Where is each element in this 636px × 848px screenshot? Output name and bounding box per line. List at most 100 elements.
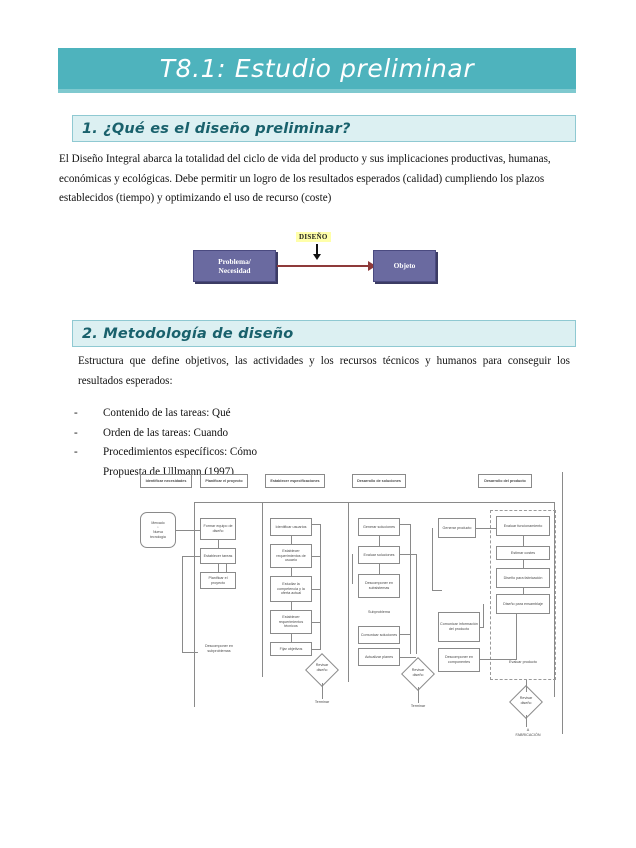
flow-line-c4-r1 xyxy=(400,524,410,525)
section-2-paragraph: Estructura que define objetivos, las act… xyxy=(78,355,570,387)
diagram-arrow-label: DISEÑO xyxy=(296,232,331,242)
flow-line-dec3-down xyxy=(526,715,527,727)
design-process-diagram: DISEÑO Problema/Necesidad Objeto xyxy=(180,232,450,300)
flow-line-c3-r3 xyxy=(312,589,320,590)
list-marker: - xyxy=(74,426,78,439)
flow-line-c3-r5 xyxy=(312,649,320,650)
list-item-label: Orden de las tareas: Cuando xyxy=(103,426,229,439)
flow-node-mercado-line2: Nueva xyxy=(153,530,163,534)
flow-node-fijar-objetivos: Fijar objetivos xyxy=(270,642,312,656)
flow-node-generar-soluciones: Generar soluciones xyxy=(358,518,400,536)
flow-top-bus xyxy=(194,502,554,503)
flow-node-estudiar-competencia: Estudiar la competencia y la oferta actu… xyxy=(270,576,312,602)
flow-column-header-especificaciones: Establecer especificaciones xyxy=(265,474,325,488)
flow-line-c5-5 xyxy=(483,604,484,628)
list-marker: - xyxy=(74,407,78,419)
flow-line-formar-to-tareas xyxy=(218,540,219,548)
flow-bus-v2 xyxy=(262,502,263,677)
flow-line-c3-r1 xyxy=(312,524,320,525)
flow-node-descomponer-componentes: Descomponer en componentes xyxy=(438,648,480,672)
flow-node-actualizar-planes: Actualizar planes xyxy=(358,648,400,666)
flow-right-rule xyxy=(562,472,563,734)
flow-node-descomponer-subproblemas: Descomponer en subproblemas xyxy=(204,644,234,653)
flow-line-c4-2 xyxy=(379,564,380,574)
flow-node-evaluar-producto: Evaluar producto xyxy=(509,660,537,664)
flow-line-c3-r4 xyxy=(312,622,320,623)
flow-line-c4-r2 xyxy=(400,554,416,555)
flow-line-c5-6 xyxy=(480,627,484,628)
flow-group-evaluar-producto xyxy=(490,510,556,680)
flow-node-requerimientos-tecnicos: Establecer requerimientos técnicos xyxy=(270,610,312,634)
flow-node-estimar-costes: Estimar costes xyxy=(496,546,550,560)
flow-node-mercado: Mercado ↓ Nueva tecnología xyxy=(140,512,176,548)
list-item: - Orden de las tareas: Cuando xyxy=(74,424,494,444)
list-marker: - xyxy=(74,446,78,458)
flow-node-planificar-proyecto: Planificar el proyecto xyxy=(200,572,236,589)
flow-node-subproblema: Subproblema xyxy=(368,610,390,614)
flow-column-header-producto: Desarrollo del producto xyxy=(478,474,532,488)
flow-node-descomponer-subsistemas: Descomponer en subsistemas xyxy=(358,574,400,598)
flow-line-c3-4 xyxy=(291,634,292,642)
flow-line-c3-r2 xyxy=(312,556,320,557)
section-heading-2: 2. Metodología de diseño xyxy=(72,320,576,347)
flow-line-dec3-in xyxy=(526,680,527,692)
diagram-down-arrow-stem xyxy=(316,244,318,255)
flow-line-c5-3 xyxy=(523,560,524,568)
flow-line-c5-1 xyxy=(476,528,496,529)
flow-node-formar-equipo: Formar equipo de diseño xyxy=(200,518,236,540)
diagram-arrow-head xyxy=(368,261,376,271)
flow-line-dec2-down xyxy=(418,687,419,703)
flow-bus-v4 xyxy=(554,502,555,697)
flow-node-comunicar-soluciones: Comunicar soluciones xyxy=(358,626,400,644)
flow-node-generar-producto: Generar producto xyxy=(438,518,476,538)
diagram-down-arrow-head xyxy=(313,254,321,260)
diagram-box-objeto: Objeto xyxy=(373,250,436,282)
flow-bus-v1 xyxy=(194,502,195,707)
flow-node-establecer-tareas: Establecer tareas xyxy=(200,548,236,564)
section-heading-1: 1. ¿Qué es el diseño preliminar? xyxy=(72,115,576,142)
flow-line-c5-8 xyxy=(516,614,517,660)
flow-line-c5-left xyxy=(432,528,433,590)
diagram-arrow-line xyxy=(277,265,373,267)
list-item-label: Procedimientos específicos: Cómo xyxy=(103,446,258,458)
flow-line-c5-2 xyxy=(523,536,524,546)
flow-line-c4-right-bus xyxy=(410,524,411,654)
flow-node-evaluar-soluciones: Evaluar soluciones xyxy=(358,546,400,564)
banner-shadow-strip xyxy=(58,89,576,93)
flow-line-c3-right-bus xyxy=(320,524,321,650)
flow-column-header-planificar: Planificar el proyecto xyxy=(200,474,248,488)
flow-line-c4-1 xyxy=(379,536,380,546)
flow-line-c4-r4 xyxy=(400,657,416,658)
section-1-paragraph: El Diseño Integral abarca la totalidad d… xyxy=(59,153,551,204)
flow-decision-1-exit: Terminar xyxy=(314,700,330,704)
flow-node-evaluar-funcionamiento: Evaluar funcionamiento xyxy=(496,516,550,536)
list-item-label: Contenido de las tareas: Qué xyxy=(103,407,231,419)
flow-node-diseno-ensamblaje: Diseño para ensamblaje xyxy=(496,594,550,614)
flow-line-c5-left2 xyxy=(432,590,442,591)
flow-node-mercado-arrow-icon: ↓ xyxy=(157,525,159,530)
flow-bus-v3 xyxy=(348,502,349,682)
diagram-box-problema: Problema/Necesidad xyxy=(193,250,276,282)
flow-line-c3-3 xyxy=(291,602,292,610)
flow-node-requerimientos-usuario: Establecer requerimientos de usuario xyxy=(270,544,312,568)
flow-line-c4-r3 xyxy=(400,634,410,635)
flow-line-c3-1 xyxy=(291,536,292,544)
flow-line-left-return-bottom xyxy=(182,652,198,653)
flow-node-mercado-line3: tecnología xyxy=(150,534,166,539)
list-item: - Procedimientos específicos: Cómo xyxy=(74,443,494,463)
flow-line-left-return-top xyxy=(182,556,200,557)
page-title: T8.1: Estudio preliminar xyxy=(159,54,475,83)
ullmann-flowchart: Identificar necesidades Planificar el pr… xyxy=(138,472,570,744)
flow-decision-2-exit: Terminar xyxy=(410,704,426,708)
flow-line-tareas-to-planificar-2 xyxy=(226,564,227,572)
flow-node-comunicar-informacion: Comunicar información del producto xyxy=(438,612,480,642)
section-heading-1-label: 1. ¿Qué es el diseño preliminar? xyxy=(82,120,351,137)
flow-node-mercado-line1: Mercado xyxy=(151,520,165,525)
methodology-list: - Contenido de las tareas: Qué - Orden d… xyxy=(74,404,494,482)
flow-node-identificar-usuarios: Identificar usuarios xyxy=(270,518,312,536)
